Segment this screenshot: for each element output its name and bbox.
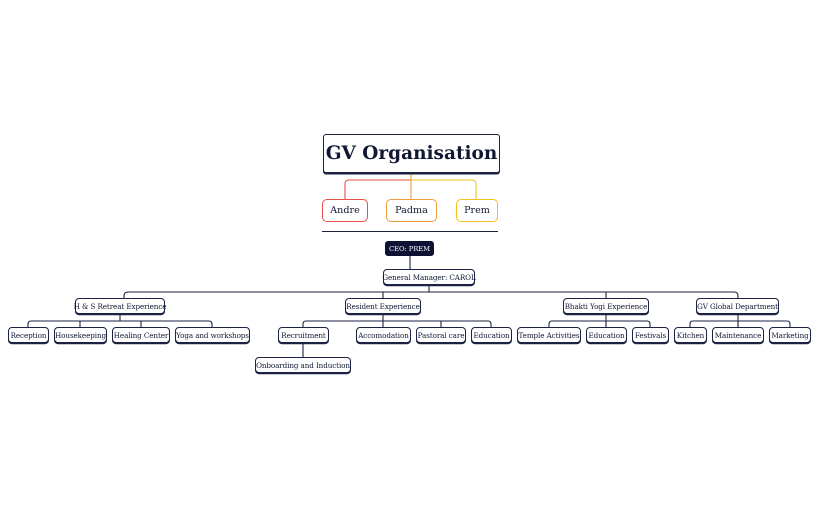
team-node[interactable]: Healing Center bbox=[112, 327, 170, 343]
team-node[interactable]: Temple Activities bbox=[517, 327, 581, 343]
founder-node-padma[interactable]: Padma bbox=[386, 199, 437, 222]
team-node[interactable]: Kitchen bbox=[674, 327, 707, 343]
team-node[interactable]: Accomodation bbox=[356, 327, 411, 343]
team-node[interactable]: Reception bbox=[8, 327, 49, 343]
team-node[interactable]: Housekeeping bbox=[54, 327, 107, 343]
connector-line bbox=[123, 291, 739, 298]
team-node[interactable]: Maintenance bbox=[712, 327, 764, 343]
team-node[interactable]: Yoga and workshops bbox=[175, 327, 250, 343]
connector-line bbox=[689, 320, 791, 327]
team-node[interactable]: Education bbox=[471, 327, 512, 343]
connector-line bbox=[27, 320, 213, 327]
ceo-node[interactable]: CEO: PREM bbox=[385, 241, 434, 256]
connector-line-prem bbox=[410, 173, 477, 199]
founders-divider bbox=[322, 231, 498, 232]
team-node[interactable]: Pastoral care bbox=[416, 327, 466, 343]
department-node[interactable]: Resident Experience bbox=[345, 298, 421, 314]
team-node[interactable]: Recruitment bbox=[278, 327, 329, 343]
department-node[interactable]: GV Global Department bbox=[696, 298, 779, 314]
sub-team-node[interactable]: Onboarding and Induction bbox=[255, 357, 351, 373]
team-node[interactable]: Education bbox=[586, 327, 627, 343]
team-node[interactable]: Festivals bbox=[632, 327, 669, 343]
connector-line bbox=[548, 320, 651, 327]
general-manager-node[interactable]: General Manager: CAROL bbox=[382, 269, 476, 285]
department-node[interactable]: H & S Retreat Experience bbox=[74, 298, 167, 314]
founder-node-prem[interactable]: Prem bbox=[456, 199, 498, 222]
department-node[interactable]: Bhakti Yogi Experience bbox=[563, 298, 649, 314]
team-node[interactable]: Marketing bbox=[769, 327, 811, 343]
connector-line-andre bbox=[344, 173, 412, 199]
root-node[interactable]: GV Organisation bbox=[323, 134, 500, 173]
connector-line bbox=[302, 320, 492, 327]
founder-node-andre[interactable]: Andre bbox=[322, 199, 368, 222]
